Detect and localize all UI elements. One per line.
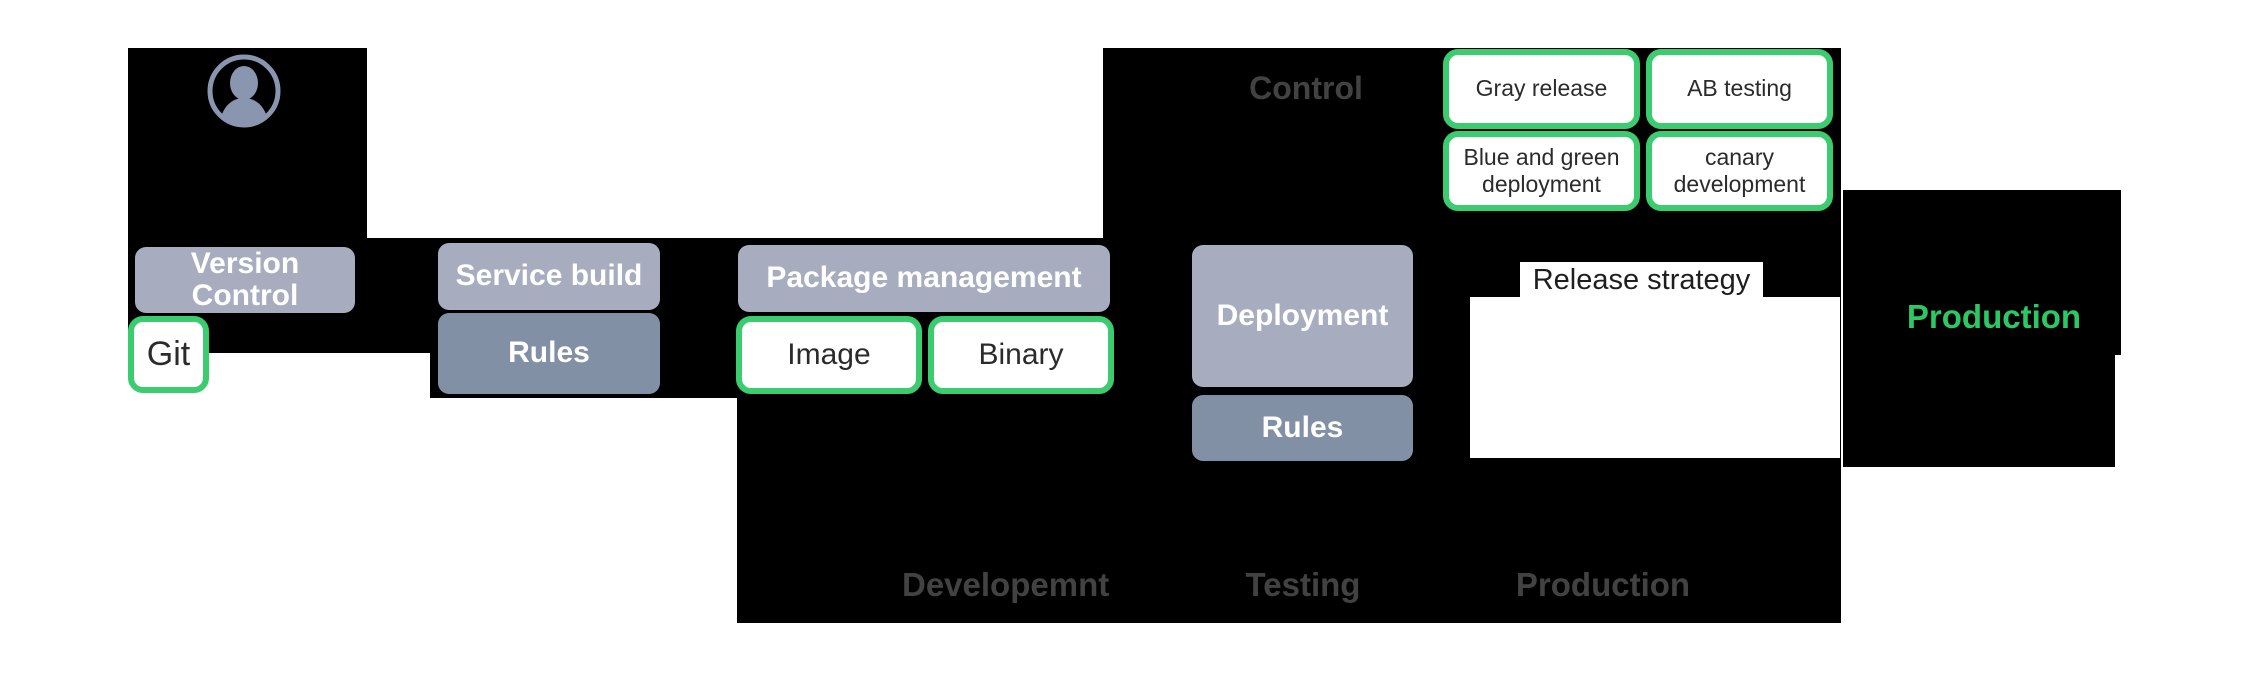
panel-production-lower-bg [1843, 355, 2115, 467]
canary-development-label: canary development [1673, 143, 1806, 197]
gray-release-box: Gray release [1443, 49, 1640, 129]
user-avatar-icon [207, 54, 281, 128]
package-management-box: Package management [738, 245, 1110, 312]
git-label: Git [146, 335, 191, 373]
blue-green-deployment-box: Blue and green deployment [1443, 131, 1640, 211]
binary-label: Binary [978, 338, 1064, 371]
service-rules-box: Rules [438, 313, 660, 394]
gray-release-label: Gray release [1475, 75, 1608, 102]
lane-production-label: Production [1515, 566, 1691, 603]
version-control-box: Version Control [135, 247, 355, 313]
service-rules-label: Rules [508, 336, 590, 370]
blue-green-deployment-label: Blue and green deployment [1463, 143, 1620, 197]
binary-box: Binary [928, 316, 1114, 394]
production-title: Production [1906, 298, 2082, 335]
lane-testing-label: Testing [1245, 566, 1361, 603]
release-strategy-canvas [1470, 297, 1840, 458]
panel-production-upper-bg [1843, 190, 2121, 355]
version-control-label: Version Control [190, 246, 300, 312]
service-build-box: Service build [438, 243, 660, 310]
git-box: Git [128, 316, 209, 393]
ab-testing-box: AB testing [1646, 49, 1833, 129]
ab-testing-label: AB testing [1687, 75, 1792, 102]
lane-development-label: Developemnt [902, 566, 1110, 603]
release-strategy-label: Release strategy [1520, 262, 1763, 298]
deployment-rules-box: Rules [1192, 395, 1413, 461]
image-box: Image [736, 316, 922, 394]
canary-development-box: canary development [1646, 131, 1833, 211]
image-label: Image [787, 338, 871, 371]
service-build-label: Service build [455, 259, 643, 293]
control-section-label: Control [1249, 70, 1363, 106]
deployment-box: Deployment [1192, 245, 1413, 387]
package-management-label: Package management [766, 261, 1082, 295]
deployment-rules-label: Rules [1261, 410, 1344, 444]
panel-version-bridge-bg [367, 238, 430, 353]
deployment-label: Deployment [1216, 298, 1389, 332]
